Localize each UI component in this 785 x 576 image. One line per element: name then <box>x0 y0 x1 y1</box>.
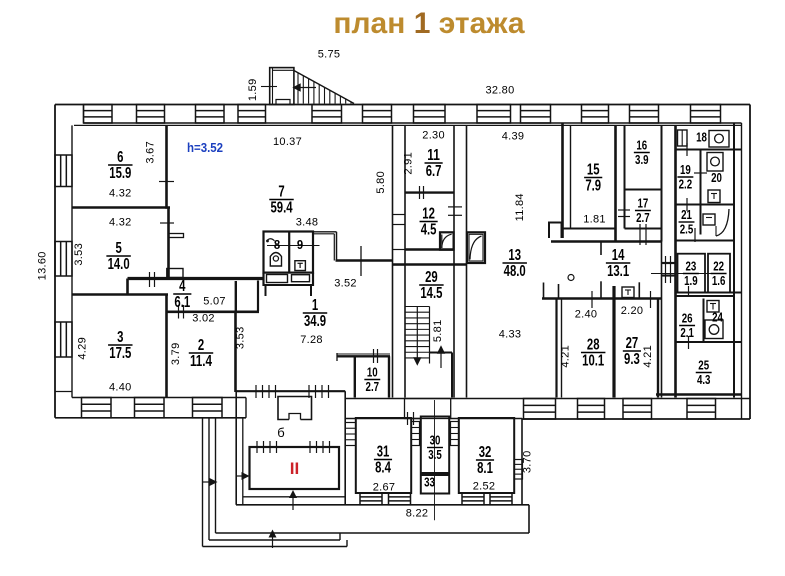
svg-text:15.9: 15.9 <box>109 165 131 182</box>
svg-text:33: 33 <box>424 475 435 490</box>
svg-text:4.40: 4.40 <box>109 381 132 393</box>
svg-text:5: 5 <box>115 240 122 257</box>
svg-text:2.20: 2.20 <box>621 305 644 317</box>
svg-text:48.0: 48.0 <box>504 263 526 280</box>
svg-text:14.5: 14.5 <box>420 285 442 302</box>
svg-text:4.5: 4.5 <box>421 222 437 239</box>
svg-text:14: 14 <box>612 247 625 264</box>
svg-text:13.60: 13.60 <box>37 251 49 280</box>
svg-text:4.32: 4.32 <box>109 187 132 199</box>
svg-text:34.9: 34.9 <box>304 313 326 330</box>
svg-text:2.5: 2.5 <box>680 222 694 237</box>
svg-text:2.2: 2.2 <box>679 177 693 192</box>
svg-text:24: 24 <box>712 310 723 325</box>
svg-text:б: б <box>277 425 284 440</box>
svg-text:2.67: 2.67 <box>373 481 396 493</box>
svg-text:30: 30 <box>430 433 441 448</box>
svg-text:18: 18 <box>696 130 707 145</box>
svg-text:11.4: 11.4 <box>190 353 212 370</box>
svg-text:21: 21 <box>681 207 692 222</box>
svg-text:1.59: 1.59 <box>247 78 259 101</box>
svg-text:2.7: 2.7 <box>636 210 650 225</box>
svg-text:32: 32 <box>479 444 492 461</box>
svg-text:31: 31 <box>377 444 390 461</box>
svg-text:3.48: 3.48 <box>296 216 319 228</box>
svg-text:5.07: 5.07 <box>203 296 226 308</box>
svg-text:3.02: 3.02 <box>192 312 215 324</box>
svg-text:23: 23 <box>686 259 697 274</box>
svg-text:5.81: 5.81 <box>432 319 444 342</box>
svg-text:4.29: 4.29 <box>77 337 89 360</box>
svg-text:3.79: 3.79 <box>170 342 182 365</box>
svg-text:17.5: 17.5 <box>109 345 131 362</box>
svg-text:15: 15 <box>587 162 600 179</box>
svg-text:17: 17 <box>638 196 649 211</box>
svg-text:h=3.52: h=3.52 <box>187 141 223 155</box>
svg-text:14.0: 14.0 <box>108 256 130 273</box>
svg-text:2: 2 <box>198 337 204 354</box>
svg-text:2.30: 2.30 <box>422 129 445 141</box>
svg-text:11: 11 <box>427 147 440 164</box>
svg-text:59.4: 59.4 <box>270 200 292 217</box>
svg-text:II: II <box>290 459 300 478</box>
svg-text:3.67: 3.67 <box>145 141 157 164</box>
svg-text:8.1: 8.1 <box>477 460 493 477</box>
svg-text:5.80: 5.80 <box>375 171 387 194</box>
svg-text:13.1: 13.1 <box>607 263 629 280</box>
svg-text:7: 7 <box>278 184 284 201</box>
svg-text:4.3: 4.3 <box>697 372 711 387</box>
svg-text:27: 27 <box>626 335 639 352</box>
svg-text:25: 25 <box>698 358 709 373</box>
svg-text:19: 19 <box>680 162 691 177</box>
svg-text:1.6: 1.6 <box>712 273 726 288</box>
svg-text:4.21: 4.21 <box>560 345 572 368</box>
svg-text:4: 4 <box>179 278 186 295</box>
svg-text:9.3: 9.3 <box>624 351 640 368</box>
svg-text:2.7: 2.7 <box>366 379 380 394</box>
svg-text:10.37: 10.37 <box>273 136 302 148</box>
svg-text:7.28: 7.28 <box>300 334 323 346</box>
svg-text:3.9: 3.9 <box>635 152 649 167</box>
svg-text:1.9: 1.9 <box>684 273 698 288</box>
svg-text:2.40: 2.40 <box>575 308 598 320</box>
svg-text:3.53: 3.53 <box>73 243 85 266</box>
svg-text:6.1: 6.1 <box>174 294 190 311</box>
svg-text:8: 8 <box>274 238 280 252</box>
svg-text:26: 26 <box>682 311 693 326</box>
svg-text:10.1: 10.1 <box>582 353 604 370</box>
svg-text:9: 9 <box>297 238 303 252</box>
svg-text:12: 12 <box>422 206 435 223</box>
svg-text:3.52: 3.52 <box>334 277 357 289</box>
svg-text:6.7: 6.7 <box>426 163 442 180</box>
svg-text:22: 22 <box>713 259 724 274</box>
svg-text:3.53: 3.53 <box>235 326 247 349</box>
svg-text:5.75: 5.75 <box>318 48 341 60</box>
svg-text:1: 1 <box>312 297 319 314</box>
svg-text:16: 16 <box>636 138 647 153</box>
svg-text:4.21: 4.21 <box>642 345 654 368</box>
svg-text:6: 6 <box>117 149 124 166</box>
svg-text:2.1: 2.1 <box>680 325 694 340</box>
svg-text:8.4: 8.4 <box>375 460 391 477</box>
svg-text:28: 28 <box>587 337 600 354</box>
svg-text:1.81: 1.81 <box>583 213 606 225</box>
svg-text:3.70: 3.70 <box>522 450 534 473</box>
svg-text:29: 29 <box>425 269 438 286</box>
svg-text:4.33: 4.33 <box>499 328 522 340</box>
svg-text:8.22: 8.22 <box>406 507 429 519</box>
svg-text:4.39: 4.39 <box>502 130 525 142</box>
svg-text:план 1 этажа: план 1 этажа <box>333 7 525 40</box>
svg-text:2.52: 2.52 <box>473 480 496 492</box>
svg-text:4.32: 4.32 <box>109 216 132 228</box>
svg-text:11.84: 11.84 <box>514 193 526 221</box>
svg-text:3: 3 <box>117 329 124 346</box>
svg-text:2.91: 2.91 <box>403 152 415 175</box>
svg-text:10: 10 <box>367 365 378 380</box>
svg-text:32.80: 32.80 <box>485 84 514 96</box>
svg-text:20: 20 <box>711 170 722 185</box>
svg-text:3.5: 3.5 <box>428 447 442 462</box>
svg-text:7.9: 7.9 <box>585 178 601 195</box>
svg-text:13: 13 <box>508 247 521 264</box>
